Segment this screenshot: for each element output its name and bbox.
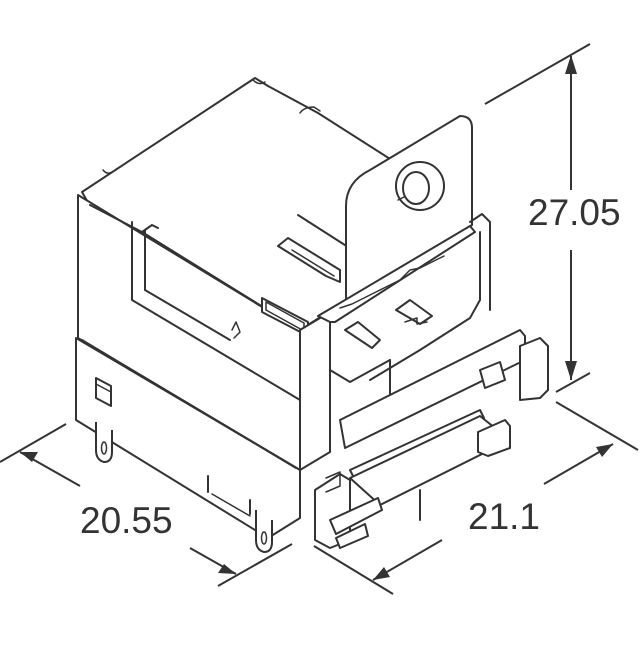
width-extension-right (555, 401, 639, 451)
width-extension-left (313, 545, 394, 595)
arrow-up-right-icon (596, 444, 613, 457)
depth-extension-right (217, 543, 293, 587)
arrow-right-icon (218, 564, 236, 574)
height-dimension-label: 27.05 (528, 192, 621, 233)
height-extension-bottom (555, 372, 591, 393)
top-slots (277, 214, 349, 283)
height-extension-top (484, 43, 591, 105)
depth-extension-left (0, 423, 67, 463)
clip-cage (317, 213, 491, 441)
arrow-down-icon (565, 361, 577, 380)
arrow-up-icon (565, 55, 577, 74)
dimension-lines (0, 43, 639, 595)
arrow-left-icon (20, 452, 38, 462)
front-latch (314, 329, 549, 549)
arrow-down-left-icon (373, 567, 390, 580)
depth-dimension-label: 20.55 (80, 500, 173, 541)
width-dimension-label: 21.1 (468, 496, 541, 537)
retaining-tab (345, 115, 473, 306)
